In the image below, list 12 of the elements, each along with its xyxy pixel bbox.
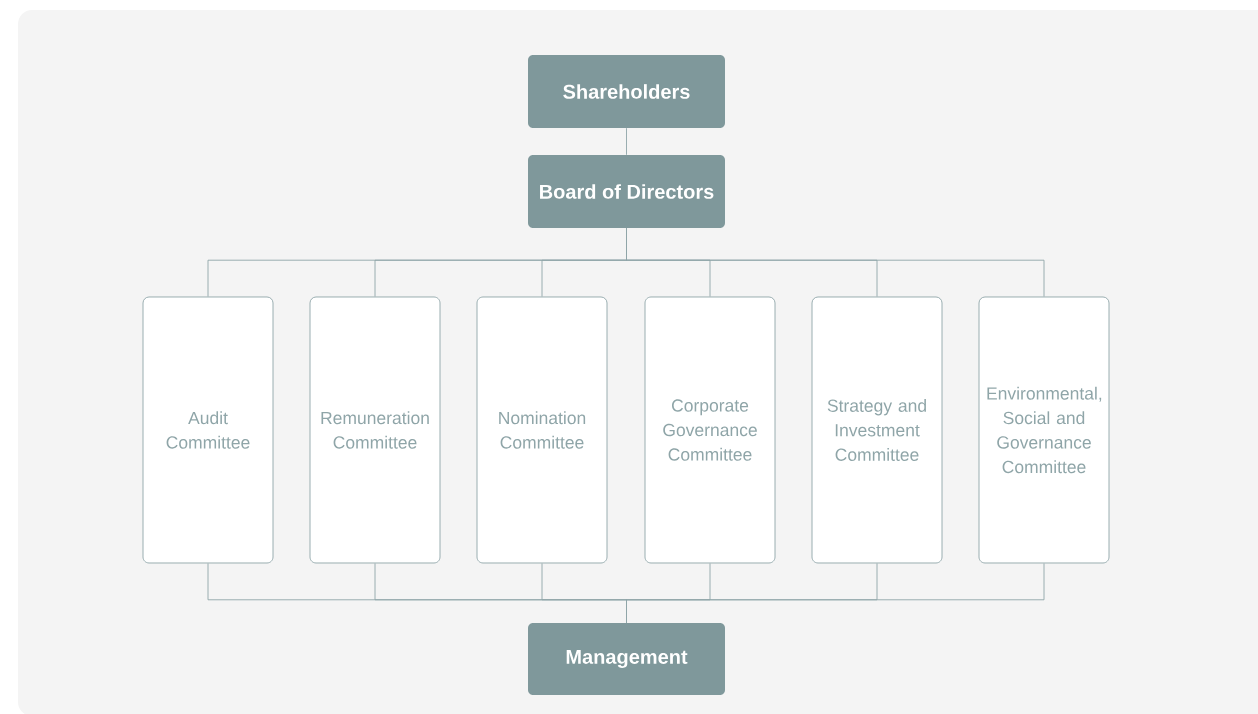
role-box: Board of Directors [528, 155, 725, 228]
committee-box: Remuneration Committee [309, 296, 441, 564]
committee-box: Environmental, Social and Governance Committee [978, 296, 1110, 564]
connector-line [626, 127, 627, 156]
role-box: Management [528, 623, 725, 695]
committee-box: Nomination Committee [476, 296, 608, 564]
committee-box: Corporate Governance Committee [644, 296, 776, 564]
connector-line [626, 227, 1045, 297]
role-box: Shareholders [528, 55, 725, 128]
committee-box: Strategy and Investment Committee [811, 296, 943, 564]
connector-line [626, 563, 1045, 624]
committee-box: Audit Committee [142, 296, 274, 564]
